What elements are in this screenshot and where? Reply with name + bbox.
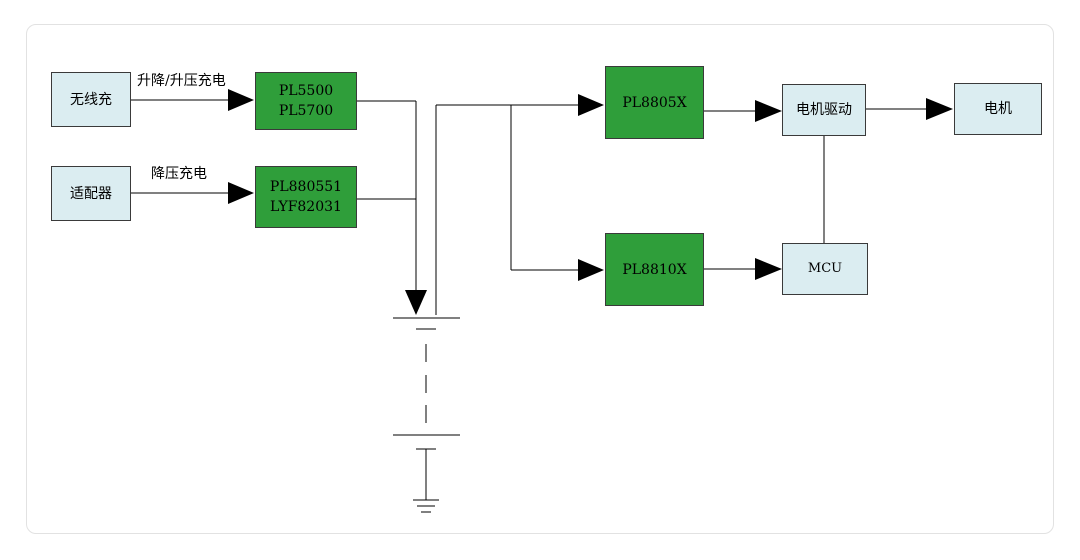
block-chip-c: PL8805X: [605, 66, 704, 139]
block-mcu-label: MCU: [807, 261, 843, 276]
block-chip-d: PL8810X: [605, 233, 704, 306]
block-chip-c-label: PL8805X: [622, 94, 687, 111]
block-motor-driver: 电机驱动: [782, 84, 866, 136]
block-chip-a: PL5500 PL5700: [255, 72, 357, 130]
block-motor-label: 电机: [984, 101, 1012, 117]
block-adapter-label: 适配器: [70, 185, 112, 202]
chip-a-line-2: PL5700: [278, 103, 334, 119]
arrow-head-chip-c: [578, 94, 604, 116]
block-motor-driver-label: 电机驱动: [796, 102, 852, 118]
block-adapter: 适配器: [51, 166, 131, 221]
arrow-head-battery: [405, 290, 427, 315]
chip-b-line-1: PL880551: [269, 179, 343, 195]
edge-label-wireless-charge: 升降/升压充电: [137, 73, 226, 89]
block-wireless: 无线充: [51, 72, 131, 127]
arrow-head-chip-a: [228, 89, 254, 111]
arrow-head-chip-b: [228, 182, 254, 204]
chip-a-line-1: PL5500: [278, 83, 334, 99]
arrow-head-driver: [755, 100, 782, 122]
edge-label-adapter-charge: 降压充电: [151, 166, 207, 182]
block-wireless-label: 无线充: [70, 91, 112, 108]
block-chip-b: PL880551 LYF82031: [255, 166, 357, 228]
arrow-head-mcu: [755, 258, 782, 280]
block-motor: 电机: [954, 83, 1042, 135]
block-chip-d-label: PL8810X: [622, 261, 687, 278]
arrow-head-chip-d: [578, 259, 604, 281]
arrow-head-motor: [926, 98, 953, 120]
chip-b-line-2: LYF82031: [270, 199, 342, 215]
block-mcu: MCU: [782, 243, 868, 295]
